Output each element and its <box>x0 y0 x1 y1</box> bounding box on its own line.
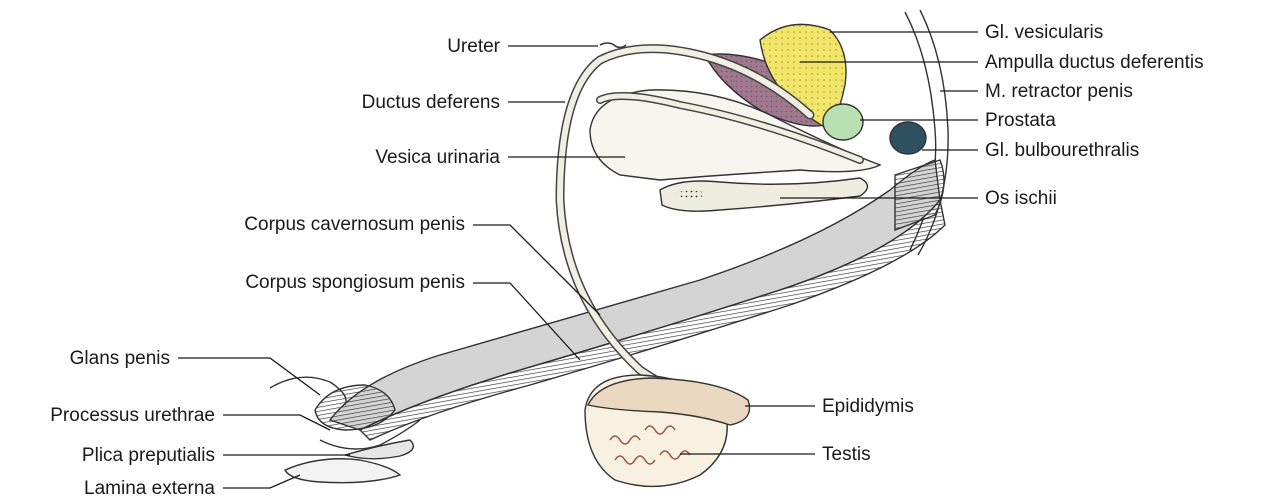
label-corpus-spongiosum: Corpus spongiosum penis <box>245 272 465 293</box>
label-ureter: Ureter <box>447 36 500 57</box>
leader-processus-urethrae <box>223 415 330 430</box>
label-prostata: Prostata <box>985 110 1056 131</box>
gl-bulbourethralis-shape <box>890 122 926 154</box>
ureter-shape <box>600 43 626 48</box>
label-glans-penis: Glans penis <box>70 348 170 369</box>
label-retractor: M. retractor penis <box>985 81 1133 102</box>
leader-corpus-cavernosum <box>473 225 600 315</box>
label-ampulla: Ampulla ductus deferentis <box>985 52 1204 73</box>
label-os-ischii: Os ischii <box>985 188 1057 209</box>
label-gl-vesicularis: Gl. vesicularis <box>985 22 1103 43</box>
leader-glans-penis <box>178 358 320 395</box>
label-corpus-cavernosum: Corpus cavernosum penis <box>244 214 465 235</box>
label-testis: Testis <box>822 444 871 465</box>
label-plica-preputialis: Plica preputialis <box>82 445 215 466</box>
label-lamina-externa: Lamina externa <box>84 478 215 499</box>
label-epididymis: Epididymis <box>822 396 914 417</box>
leader-lamina-externa <box>223 475 300 488</box>
lamina-externa-fold <box>285 459 400 483</box>
prostata-shape <box>823 104 863 140</box>
label-ductus-deferens: Ductus deferens <box>362 92 500 113</box>
label-vesica-urinaria: Vesica urinaria <box>375 147 500 168</box>
label-processus-urethrae: Processus urethrae <box>50 405 215 426</box>
label-bulbourethralis: Gl. bulbourethralis <box>985 140 1139 161</box>
